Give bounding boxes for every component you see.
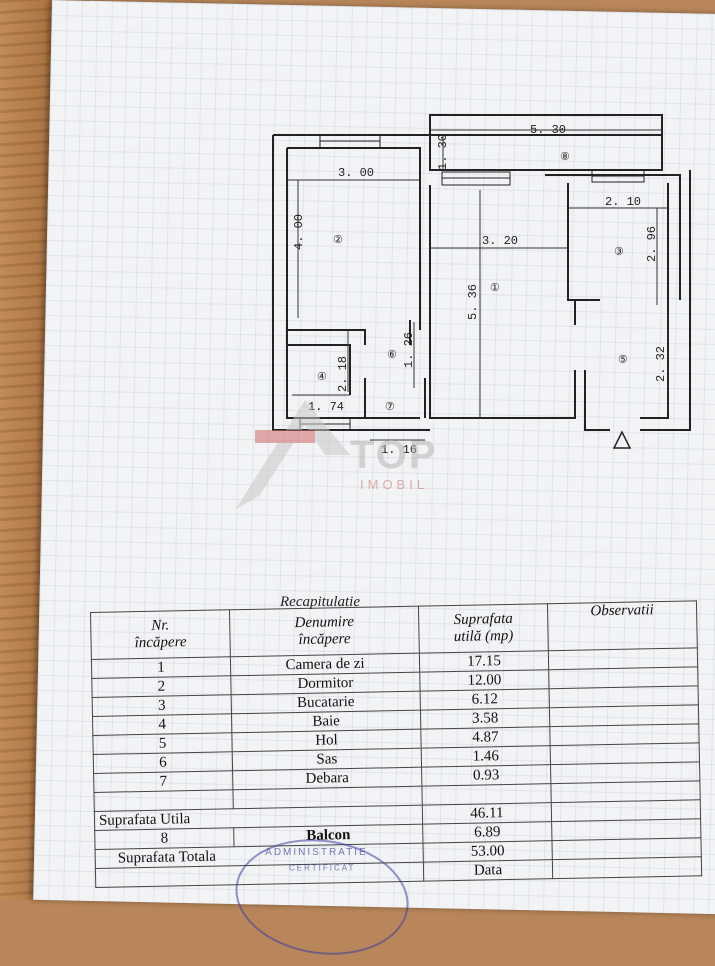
room-number: ⑧ xyxy=(560,151,570,163)
room-number: ⑥ xyxy=(387,349,397,361)
stamp-text: CERTIFICAT xyxy=(289,863,356,873)
room-number: ⑤ xyxy=(618,354,628,366)
dim-label: 2. 10 xyxy=(605,195,641,209)
room-number: ⑦ xyxy=(385,401,395,413)
header-observatii: Observatii xyxy=(547,600,698,651)
stamp-text: ADMINISTRATIE xyxy=(265,846,368,858)
dim-label: 1. 16 xyxy=(381,443,417,457)
dim-label: 3. 20 xyxy=(482,234,518,248)
dim-label: 3. 00 xyxy=(338,166,374,180)
room-number: ② xyxy=(333,234,343,246)
dim-label: 4. 00 xyxy=(292,214,306,250)
dim-label: 2. 18 xyxy=(336,356,350,392)
dim-label: 1. 30 xyxy=(436,134,450,170)
header-nr: Nr.încăpere xyxy=(90,609,231,660)
room-number: ① xyxy=(490,282,500,294)
dim-label: 1. 74 xyxy=(308,400,344,414)
dim-label: 1. 26 xyxy=(402,332,416,368)
dim-label: 2. 32 xyxy=(654,346,668,382)
room-number: ④ xyxy=(317,371,327,383)
room-number: ③ xyxy=(614,246,624,258)
recap-title: Recapitulatie xyxy=(280,594,360,610)
dim-label: 2. 96 xyxy=(645,226,659,262)
dim-label: 5. 30 xyxy=(530,123,566,137)
floor-plan-drawing: 5. 30 1. 30 3. 00 4. 00 3. 20 2. 10 2. 9… xyxy=(272,114,691,457)
dim-label: 5. 36 xyxy=(466,284,480,320)
entrance-marker-icon xyxy=(612,430,632,449)
